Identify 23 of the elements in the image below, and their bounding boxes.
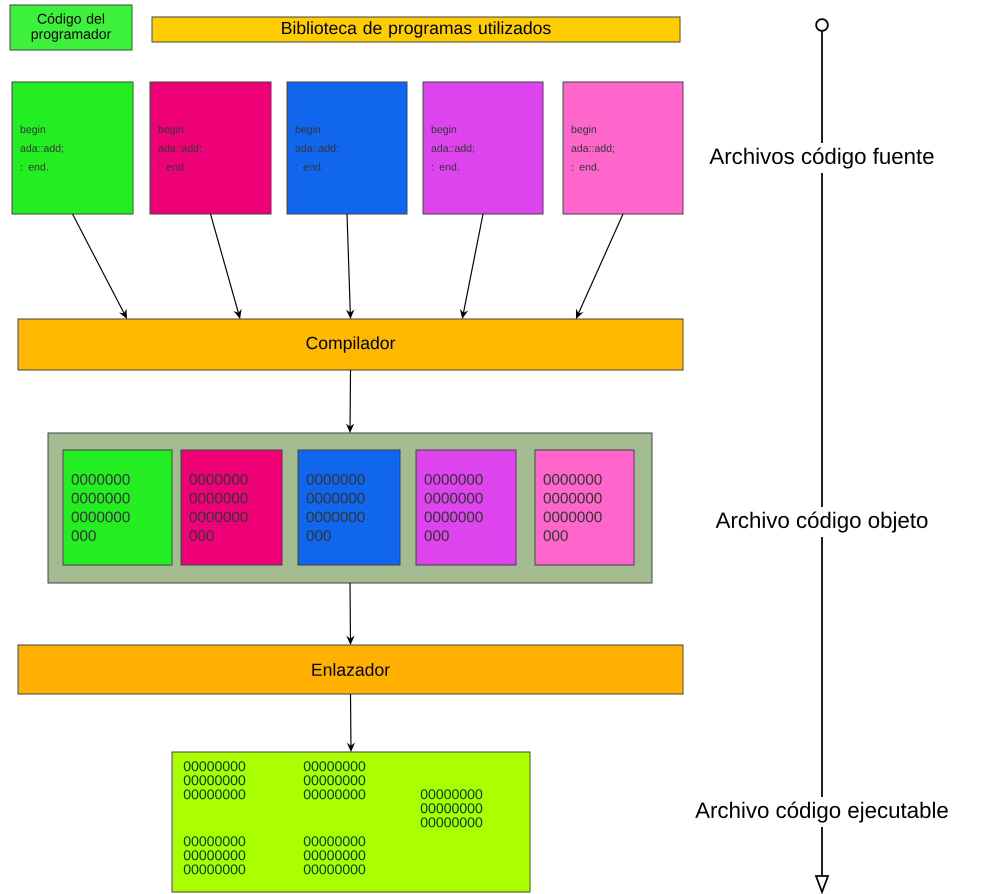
heading-band: Biblioteca de programas utilizados — [152, 16, 680, 42]
stage-label: Archivo código objeto — [716, 512, 928, 532]
executable-file-box — [172, 752, 530, 892]
source-file-box: begin ada::add; : end. — [12, 82, 134, 214]
object-file-box: 0000000 0000000 0000000 000 — [180, 450, 282, 566]
machine-code: 00000000 00000000 00000000 — [184, 761, 246, 800]
heading-box: Código del programador — [10, 4, 132, 50]
object-file-box: 0000000 0000000 0000000 000 — [416, 450, 516, 566]
object-file-box: 0000000 0000000 0000000 000 — [62, 450, 172, 566]
process-bar: Compilador — [18, 318, 684, 370]
machine-code: 00000000 00000000 00000000 — [304, 761, 366, 800]
source-file-box: begin ada::add; : end. — [286, 82, 408, 214]
object-file-box: 0000000 0000000 0000000 000 — [298, 450, 400, 566]
source-file-box: begin ada::add; : end. — [562, 82, 684, 214]
machine-code: 00000000 00000000 00000000 — [184, 836, 246, 874]
object-file-box: 0000000 0000000 0000000 000 — [534, 450, 634, 566]
machine-code: 00000000 00000000 00000000 — [304, 836, 366, 874]
machine-code: 00000000 00000000 00000000 — [420, 789, 482, 828]
stage-label: Archivo código ejecutable — [695, 802, 948, 822]
source-file-box: begin ada::add; : end. — [150, 82, 272, 214]
process-bar: Enlazador — [18, 644, 684, 694]
source-file-box: begin ada::add; : end. — [422, 82, 544, 214]
stage-label: Archivos código fuente — [709, 148, 934, 168]
